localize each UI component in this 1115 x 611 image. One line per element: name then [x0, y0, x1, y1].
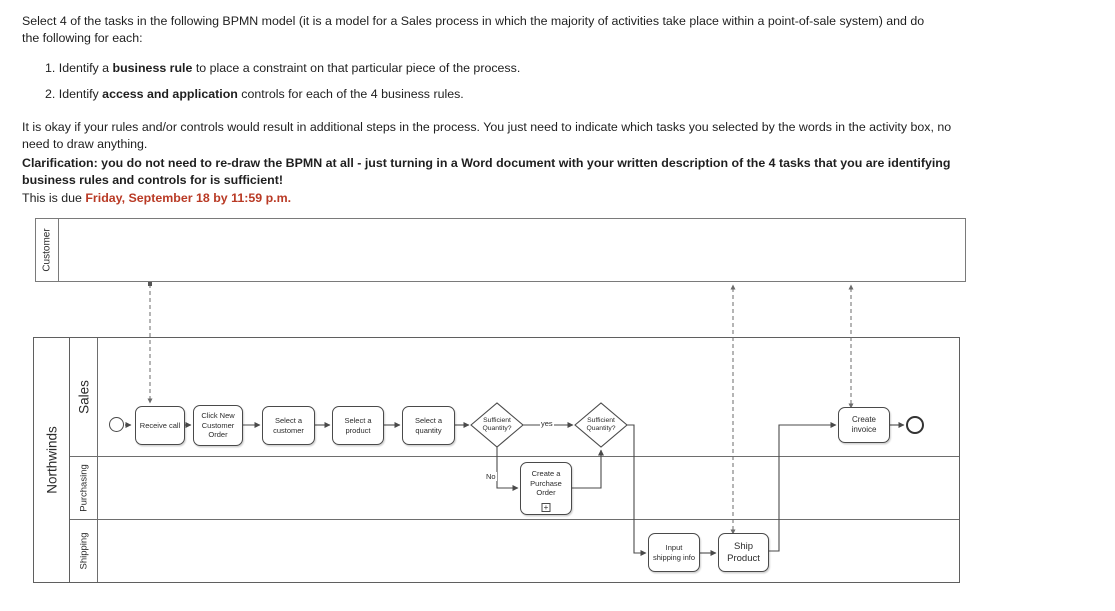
lane-shipping-label: Shipping [78, 532, 89, 570]
no-flow-label: No [485, 472, 497, 481]
list-item-1: 1. Identify a business rule to place a c… [45, 60, 520, 77]
task-create-purchase-order-label: Create a Purchase Order [530, 469, 562, 498]
lane-purchasing: Purchasing [70, 456, 959, 519]
task-select-quantity: Select a quantity [402, 406, 455, 445]
task-ship-product: Ship Product [718, 533, 769, 572]
customer-pool: Customer [35, 218, 966, 282]
task-create-invoice: Create invoice [838, 407, 890, 443]
task-select-product: Select a product [332, 406, 384, 445]
list-item-1-suffix: to place a constraint on that particular… [192, 61, 521, 75]
gateway-sufficient-quantity-2: Sufficient Quantity? [586, 417, 616, 432]
lane-purchasing-label-band: Purchasing [70, 457, 98, 519]
gateway-sufficient-quantity-1: Sufficient Quantity? [482, 417, 512, 432]
okay-paragraph: It is okay if your rules and/or controls… [22, 120, 952, 151]
task-click-new-customer-order: Click New Customer Order [193, 405, 243, 446]
list-item-2-bold: access and application [102, 87, 238, 101]
customer-pool-label-band: Customer [36, 219, 59, 281]
task-receive-call: Receive call [135, 406, 185, 445]
due-prefix: This is due [22, 191, 86, 205]
end-event [906, 416, 924, 434]
lane-sales-label-band: Sales [70, 338, 98, 456]
northwinds-pool-label: Northwinds [44, 426, 59, 494]
list-item-2-prefix: 2. Identify [45, 87, 103, 101]
list-item-2: 2. Identify access and application contr… [45, 86, 464, 103]
lane-sales: Sales [70, 338, 959, 456]
start-event [109, 417, 124, 432]
northwinds-pool: Northwinds Sales Purchasing Shipping [33, 337, 960, 583]
subprocess-plus-icon: + [541, 503, 551, 512]
due-date: Friday, September 18 by 11:59 p.m. [85, 191, 292, 205]
task-create-purchase-order: Create a Purchase Order + [520, 462, 572, 515]
lane-shipping-label-band: Shipping [70, 520, 98, 582]
lane-purchasing-label: Purchasing [78, 464, 89, 512]
northwinds-pool-label-band: Northwinds [34, 338, 70, 582]
list-item-2-suffix: controls for each of the 4 business rule… [237, 87, 464, 101]
lanes-region: Sales Purchasing Shipping [70, 338, 959, 582]
due-line: This is due Friday, September 18 by 11:5… [22, 190, 291, 207]
task-input-shipping-info: Input shipping info [648, 533, 700, 572]
clarification-paragraph: Clarification: you do not need to re-dra… [22, 156, 951, 187]
task-select-customer: Select a customer [262, 406, 315, 445]
lane-sales-label: Sales [76, 380, 91, 414]
list-item-1-prefix: 1. Identify a [45, 61, 113, 75]
customer-pool-label: Customer [41, 228, 53, 272]
lane-shipping: Shipping [70, 519, 959, 582]
list-item-1-bold: business rule [112, 61, 193, 75]
yes-flow-label: yes [540, 419, 554, 428]
intro-paragraph: Select 4 of the tasks in the following B… [22, 14, 925, 45]
